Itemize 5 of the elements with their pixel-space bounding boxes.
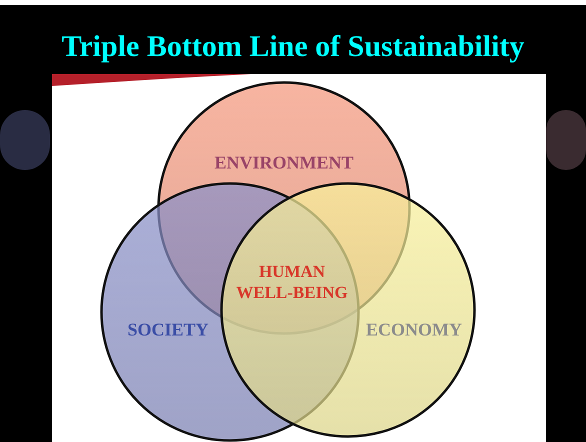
slide-title: Triple Bottom Line of Sustainability <box>60 30 526 64</box>
center-label: HUMAN WELL-BEING <box>235 261 349 303</box>
circle-label: ECONOMY <box>366 320 462 340</box>
circle-label: SOCIETY <box>127 320 209 340</box>
circle-label: ENVIRONMENT <box>214 152 354 174</box>
